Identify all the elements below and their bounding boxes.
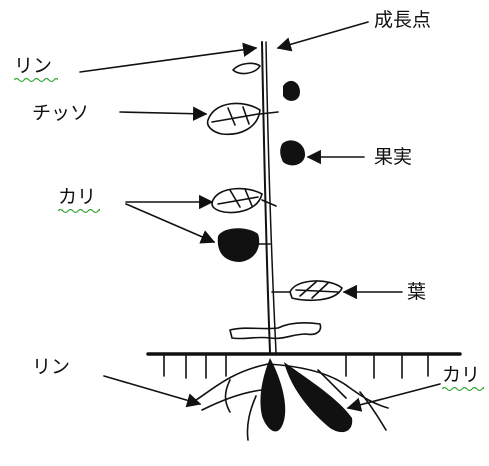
leaf-lower	[229, 322, 322, 340]
arrow-growth-point	[276, 21, 369, 52]
label-kari-root: カリ	[442, 364, 481, 386]
label-growth-point: 成長点	[374, 9, 432, 31]
arrow-rin-top	[79, 42, 258, 73]
stem-outline	[265, 41, 277, 353]
leaf-hatched	[271, 280, 343, 302]
fruit-top	[283, 80, 300, 101]
fruit-mid	[280, 140, 306, 166]
spell-underline-kari-root	[442, 386, 484, 392]
label-fruit: 果実	[374, 146, 413, 168]
leaf-top	[232, 62, 261, 75]
label-leaf: 葉	[407, 281, 427, 303]
arrow-chisso	[119, 106, 208, 121]
leaf-kari-open	[211, 187, 277, 214]
arrow-rin-root	[103, 375, 202, 408]
arrow-kari-root	[346, 383, 441, 412]
spell-underline-rin-top	[14, 77, 58, 83]
stem	[261, 41, 271, 353]
root-left	[260, 358, 286, 432]
fruit-kari	[217, 228, 260, 262]
label-rin-root: リン	[32, 356, 71, 378]
spell-underline-kari-mid	[58, 208, 100, 214]
label-rin-top: リン	[14, 55, 53, 77]
arrow-kari-2	[125, 203, 216, 244]
leaf-chisso	[206, 102, 279, 136]
label-chisso: チッソ	[32, 102, 90, 124]
label-kari-mid: カリ	[58, 186, 97, 208]
root-right	[284, 362, 353, 433]
